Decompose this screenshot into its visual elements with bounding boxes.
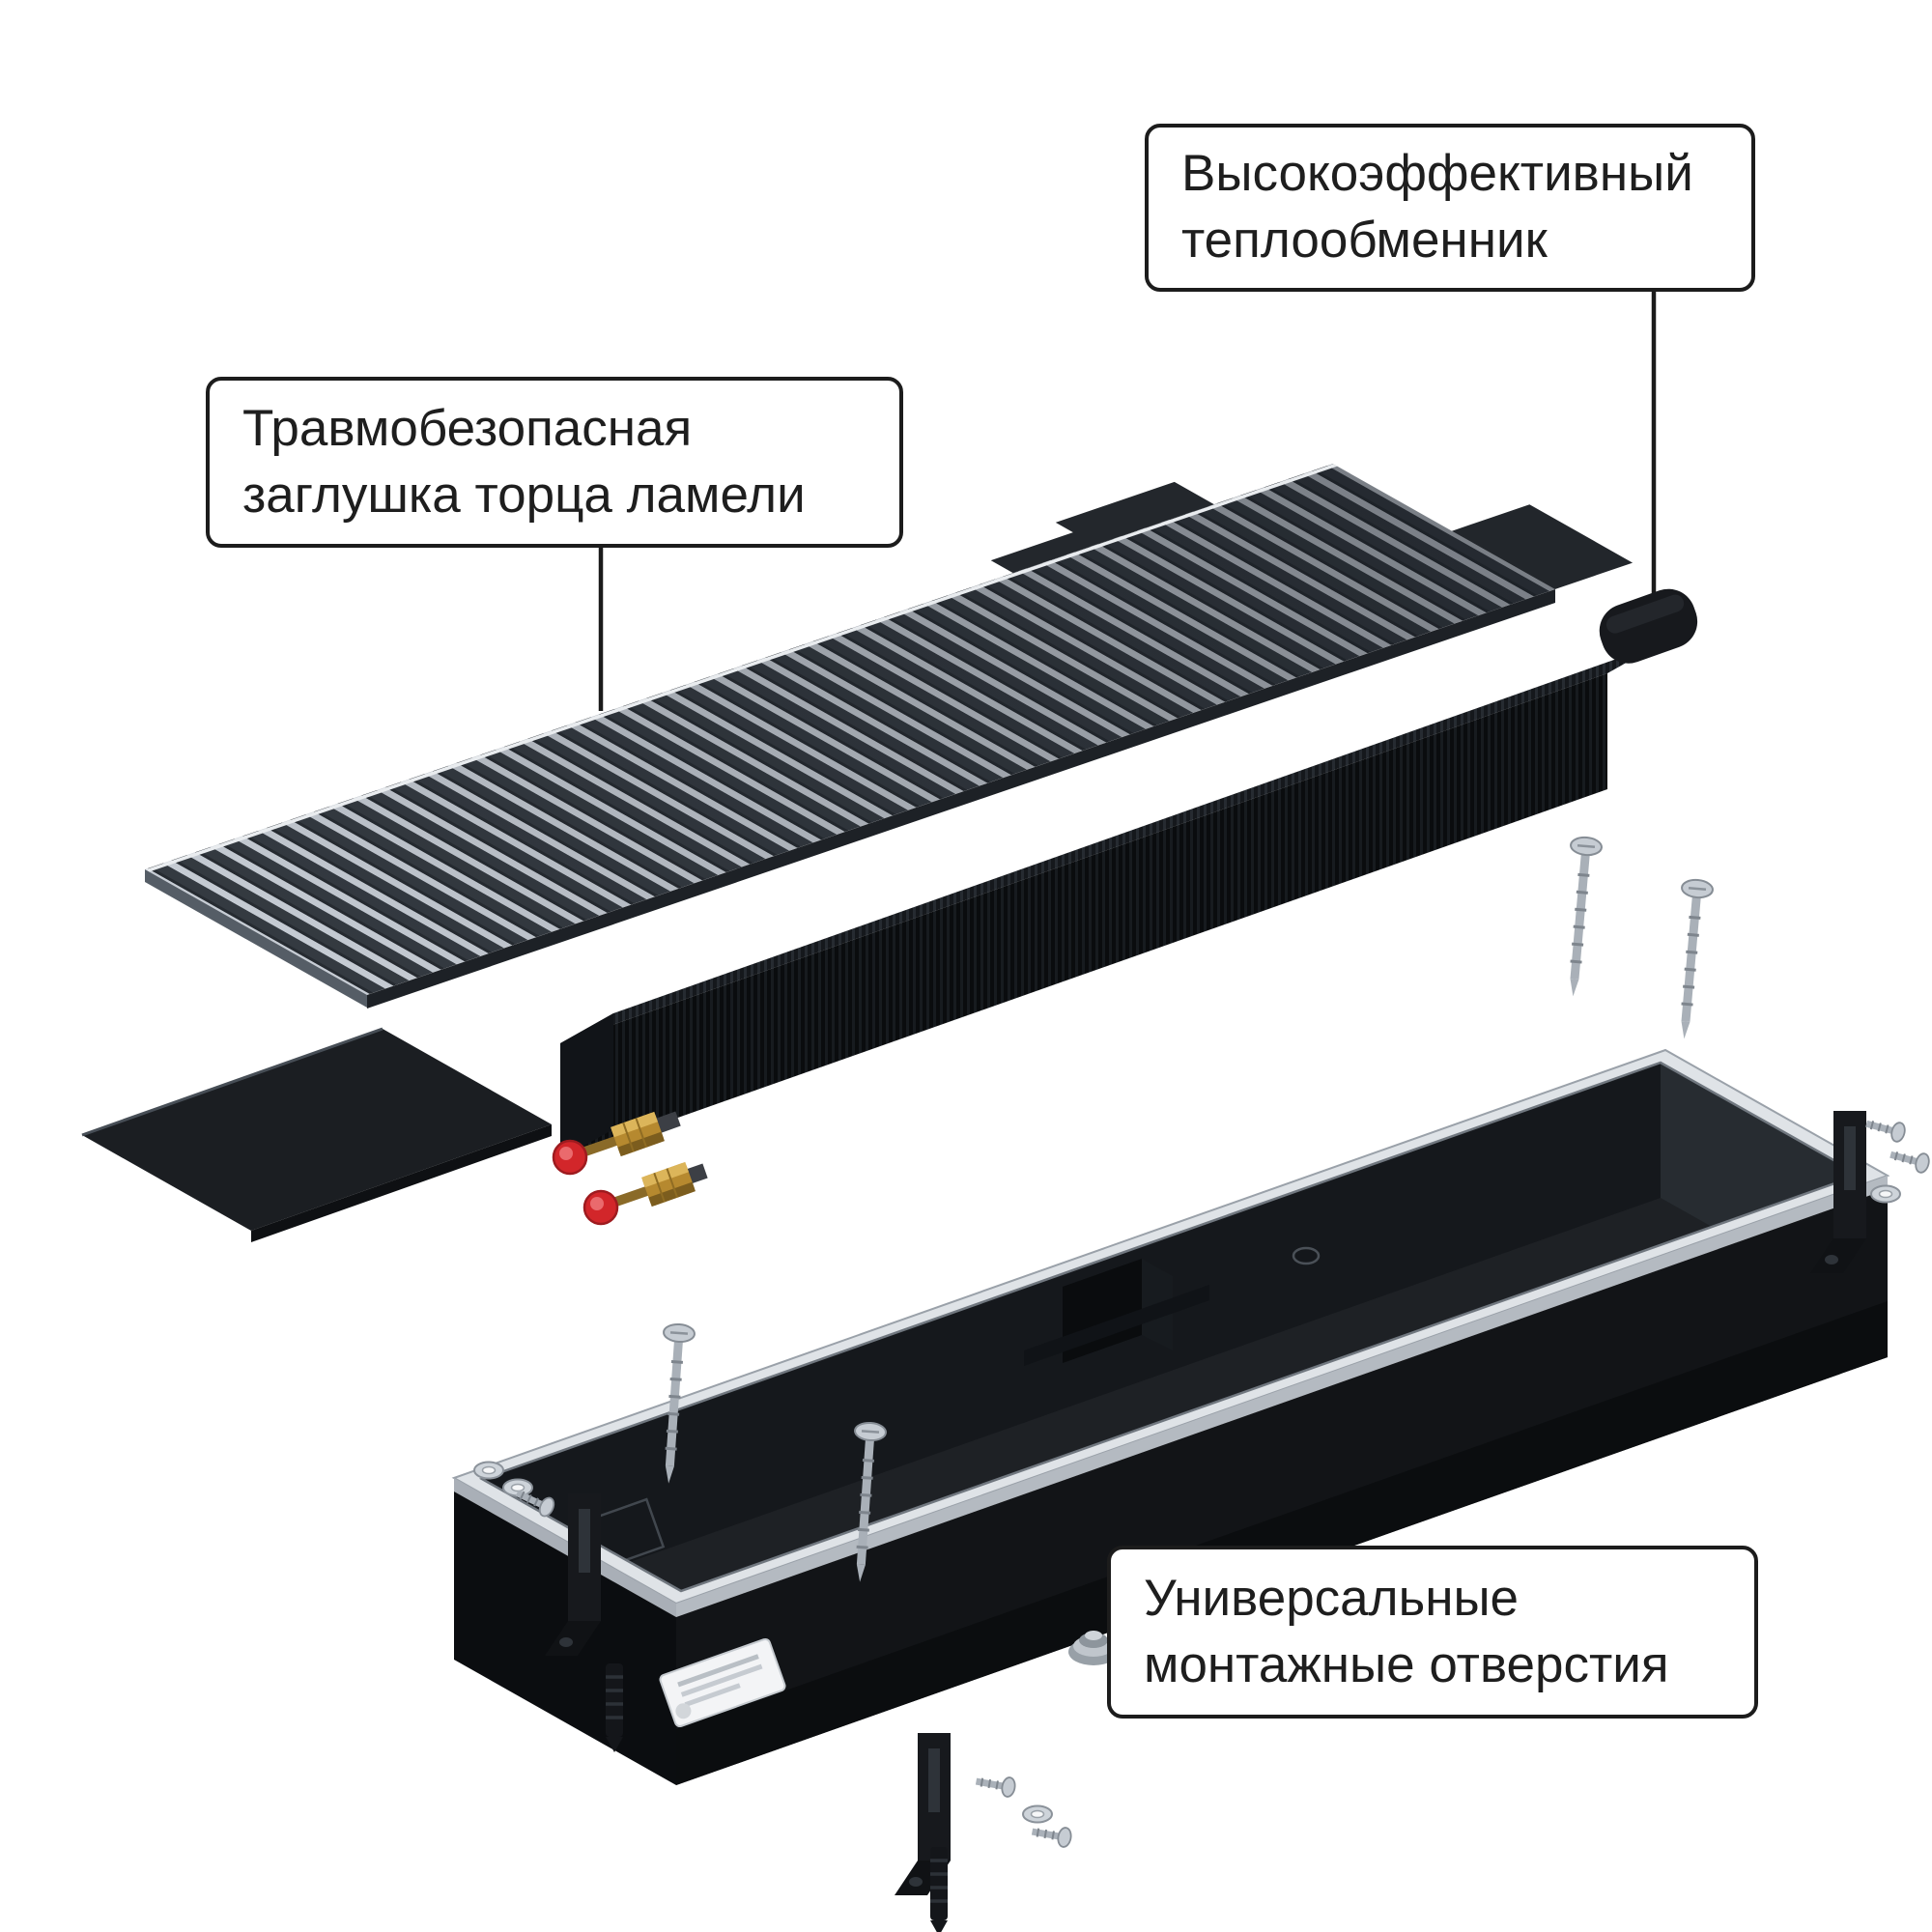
washer (1022, 1804, 1053, 1824)
mounting-screw (1555, 835, 1605, 1000)
red-protective-cap (552, 1139, 588, 1176)
mounting-screw (1666, 877, 1716, 1042)
small-bolt (973, 1771, 1018, 1799)
brass-nut (611, 1111, 665, 1157)
heat-exchanger-bend-cover (1599, 588, 1698, 664)
product-label (659, 1637, 786, 1728)
interior-duct-bracket (1024, 1259, 1209, 1366)
washer (473, 1461, 504, 1480)
small-bolt (1862, 1113, 1908, 1145)
callout-lamella-end-cap: Травмобезопасная заглушка торца ламели (206, 377, 903, 548)
end-cap-plate (81, 1027, 552, 1242)
mounting-hardware (473, 835, 1932, 1932)
floor-hole-ring (1292, 1246, 1321, 1265)
callout-lamella-end-cap-line1: Травмобезопасная (242, 399, 693, 457)
cable-grommet (1068, 1631, 1119, 1665)
washer (1870, 1184, 1901, 1204)
red-protective-cap (582, 1189, 619, 1226)
small-bolt (1887, 1144, 1932, 1176)
callout-lamella-end-cap-line2: заглушка торца ламели (242, 466, 806, 524)
wall-anchor (928, 1845, 950, 1932)
wall-anchor (604, 1662, 625, 1754)
grille-mounting-tab (990, 481, 1214, 574)
callout-mounting-holes-line2: монтажные отверстия (1144, 1635, 1669, 1693)
grille-end-tab (1451, 504, 1634, 590)
casing (451, 1048, 1890, 1785)
callout-heat-exchanger: Высокоэффективный теплообменник (1145, 124, 1755, 292)
grille (145, 464, 1634, 1009)
callout-heat-exchanger-line1: Высокоэффективный (1181, 145, 1693, 203)
callout-heat-exchanger-line2: теплообменник (1181, 212, 1548, 269)
callout-mounting-holes-line1: Универсальные (1144, 1569, 1520, 1627)
brass-nut (641, 1161, 696, 1208)
pipe-fittings (552, 1111, 708, 1226)
callout-mounting-holes: Универсальные монтажные отверстия (1107, 1546, 1758, 1719)
heat-exchanger (552, 588, 1698, 1226)
small-bolt (1029, 1821, 1074, 1849)
